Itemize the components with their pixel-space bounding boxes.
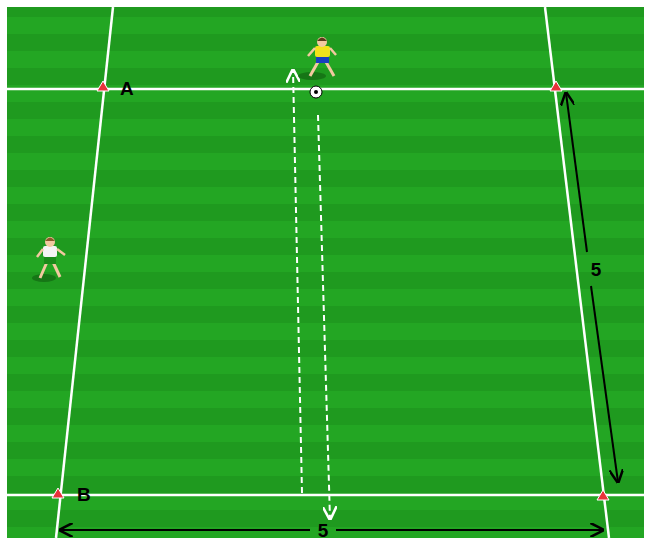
- field-label: 5: [591, 260, 602, 279]
- field-label: A: [120, 79, 134, 98]
- field-label: 5: [318, 521, 329, 540]
- field-label: B: [77, 485, 91, 504]
